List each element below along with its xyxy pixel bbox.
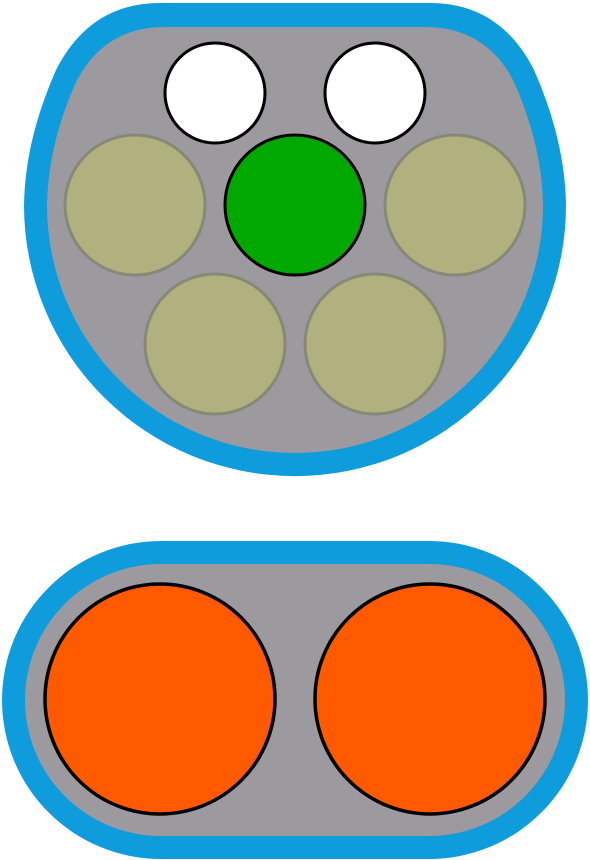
lower-connector <box>2 541 588 859</box>
dc-pin-right <box>313 582 547 816</box>
signal-pin-right <box>323 41 427 145</box>
power-pin-bottom-right <box>303 272 447 416</box>
upper-connector <box>23 3 567 477</box>
signal-pin-left <box>163 41 267 145</box>
power-pin-right <box>383 133 527 277</box>
power-pin-left <box>63 133 207 277</box>
ground-pin-center <box>223 133 367 277</box>
dc-pin-left <box>43 582 277 816</box>
power-pin-bottom-left <box>143 272 287 416</box>
